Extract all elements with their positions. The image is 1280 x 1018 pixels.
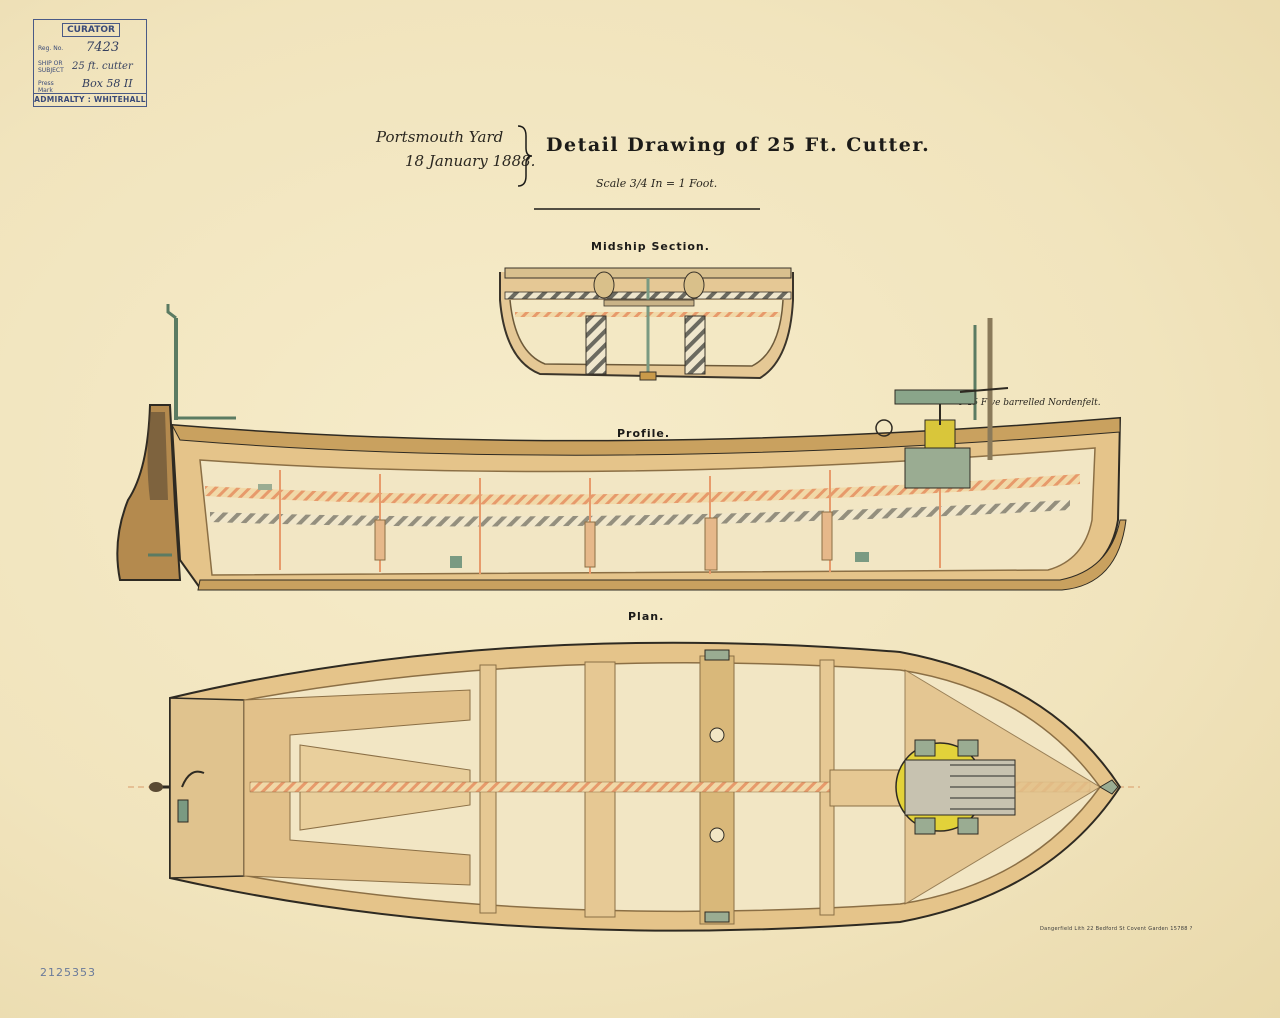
- heading-brace: [517, 125, 533, 187]
- yard-label: Portsmouth Yard: [376, 128, 504, 146]
- nordenfelt-gun: [875, 387, 1009, 489]
- plan-label: Plan.: [628, 610, 665, 623]
- drawing-title: Detail Drawing of 25 Ft. Cutter.: [546, 134, 931, 156]
- scale-label: Scale 3/4 In = 1 Foot.: [596, 177, 718, 190]
- gun-annotation: 0·45 Five barrelled Nordenfelt.: [958, 398, 1101, 408]
- curator-stamp: CURATOR Reg. No. 7423 SHIP OR SUBJECT 25…: [33, 19, 147, 107]
- printer-imprint: Dangerfield Lith 22 Bedford St Covent Ga…: [1040, 926, 1193, 932]
- stamp-press-value: Box 58 II: [82, 77, 133, 90]
- catalog-number: 2125353: [40, 966, 96, 979]
- profile-drawing: [116, 304, 1127, 591]
- midship-section-drawing: [499, 267, 794, 381]
- stamp-footer: ADMIRALTY : WHITEHALL: [34, 93, 146, 104]
- plan-gun-mount: [895, 739, 1016, 835]
- midship-section-label: Midship Section.: [591, 240, 710, 253]
- stamp-reg-label: Reg. No.: [38, 45, 64, 52]
- profile-label: Profile.: [617, 427, 671, 440]
- stamp-subject-value: 25 ft. cutter: [72, 61, 133, 72]
- date-label: 18 January 1888.: [405, 152, 536, 170]
- stamp-subject-label: SHIP OR SUBJECT: [38, 60, 64, 74]
- stamp-header: CURATOR: [62, 23, 120, 37]
- stamp-reg-value: 7423: [86, 40, 120, 55]
- plan-drawing: [128, 641, 1140, 932]
- stamp-press-label: Press Mark: [38, 80, 54, 94]
